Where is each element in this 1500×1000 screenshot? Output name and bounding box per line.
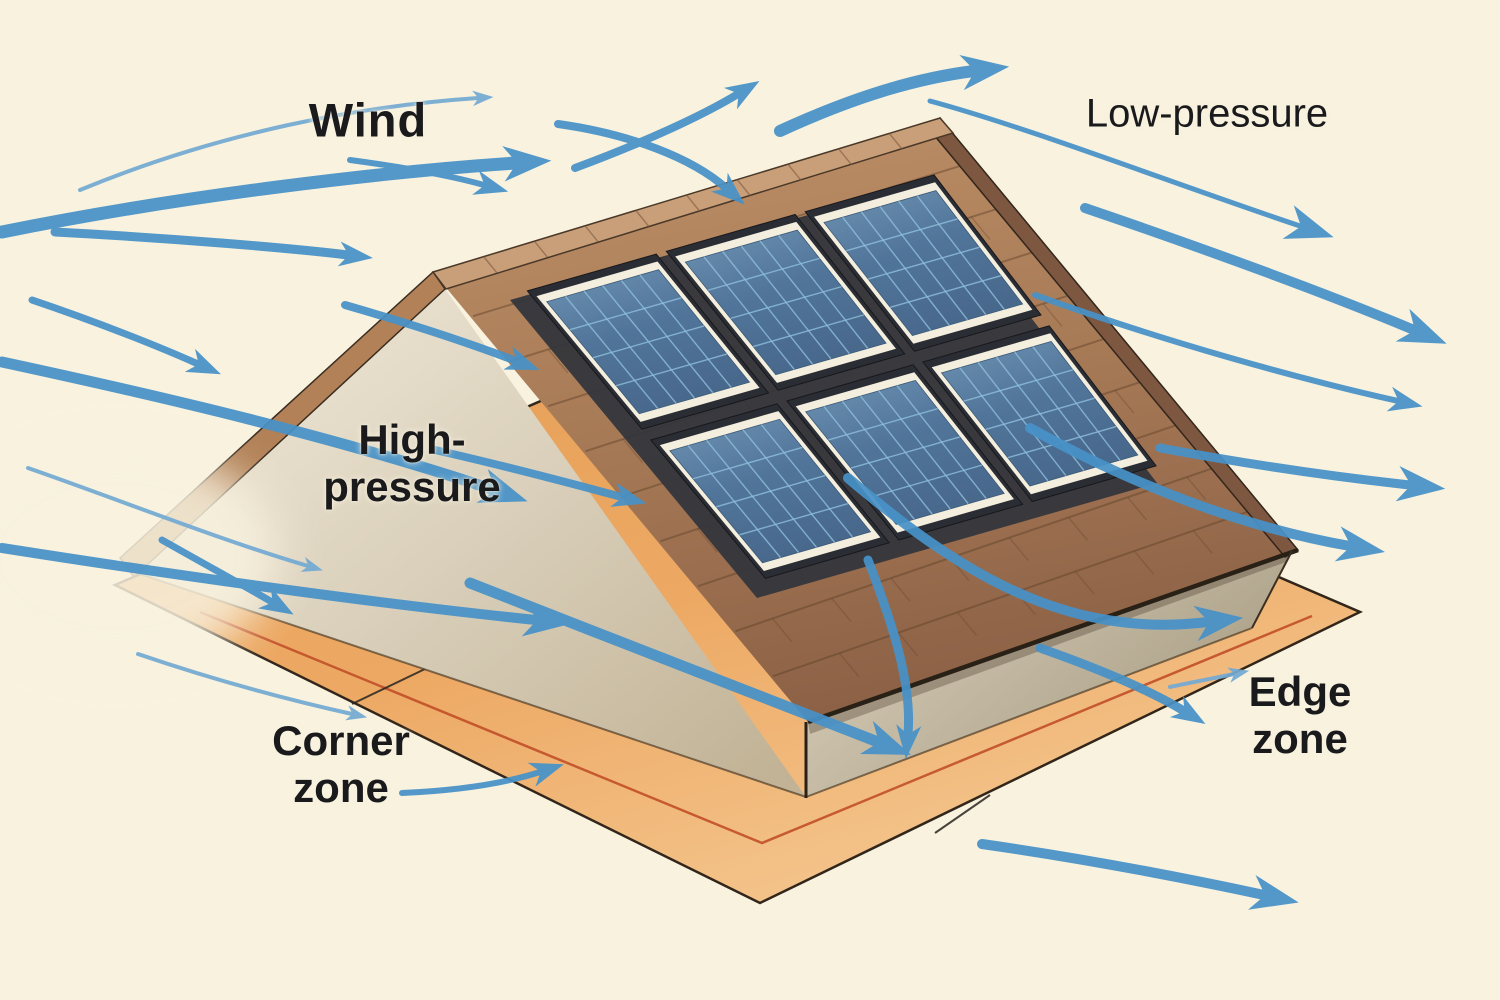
edge-zone-label: Edge zone bbox=[1249, 668, 1352, 762]
corner-zone-pointer-arrow bbox=[399, 762, 564, 796]
low-pressure-label: Low-pressure bbox=[1086, 92, 1328, 137]
wind-arrow bbox=[431, 446, 647, 507]
corner-zone-line2: zone bbox=[293, 764, 389, 811]
gable-wall bbox=[128, 272, 806, 797]
front-wall-right-edge bbox=[1251, 550, 1293, 629]
wind-arrow bbox=[554, 120, 745, 205]
corner-zone-line1: Corner bbox=[272, 716, 410, 764]
wind-arrow bbox=[464, 577, 912, 755]
wind-arrow bbox=[774, 54, 1010, 137]
corner-zone-divider-left bbox=[351, 667, 428, 705]
wind-arrow bbox=[1080, 203, 1447, 344]
wind-arrows bbox=[0, 54, 1447, 910]
wind-arrow bbox=[0, 543, 572, 637]
ground-inset-line bbox=[199, 610, 1313, 845]
wind-arrow bbox=[28, 296, 221, 375]
wind-streak bbox=[136, 652, 368, 721]
solar-panel-array bbox=[510, 174, 1157, 598]
edge-zone-line2: zone bbox=[1252, 715, 1348, 762]
high-pressure-line2: pressure bbox=[323, 463, 501, 510]
wind-streak bbox=[78, 90, 494, 192]
wind-streak bbox=[1168, 667, 1250, 689]
wind-arrow bbox=[977, 839, 1299, 910]
wind-arrow bbox=[0, 146, 552, 239]
wind-arrow bbox=[0, 356, 528, 503]
wind-arrow bbox=[863, 555, 922, 760]
high-pressure-line1: High- bbox=[358, 415, 466, 463]
wind-arrow bbox=[1032, 292, 1423, 412]
wind-arrow bbox=[341, 301, 540, 370]
left-fade bbox=[0, 444, 278, 668]
wind-arrow bbox=[843, 473, 1244, 642]
low-pressure-label-text: Low-pressure bbox=[1085, 91, 1329, 136]
wind-arrow bbox=[158, 536, 294, 615]
wind-label: Wind bbox=[308, 93, 428, 148]
wind-arrow bbox=[927, 98, 1334, 239]
wind-arrow bbox=[347, 157, 509, 195]
wind-arrow bbox=[571, 80, 760, 172]
wind-arrow bbox=[1025, 423, 1385, 562]
eave-edge bbox=[807, 547, 1299, 725]
ridge-cap-ticks bbox=[483, 132, 903, 274]
corner-zone-divider-bottom bbox=[934, 794, 991, 834]
wind-arrow bbox=[1035, 643, 1206, 725]
front-wall bbox=[806, 551, 1292, 797]
wind-arrow bbox=[50, 227, 373, 267]
wind-arrow bbox=[1155, 443, 1446, 502]
wind-label-text: Wind bbox=[308, 93, 428, 147]
wind-streak bbox=[26, 466, 323, 572]
high-pressure-label: High- pressure bbox=[323, 416, 500, 510]
edge-zone-line1: Edge bbox=[1248, 667, 1352, 715]
corner-zone-label: Corner zone bbox=[272, 717, 410, 811]
